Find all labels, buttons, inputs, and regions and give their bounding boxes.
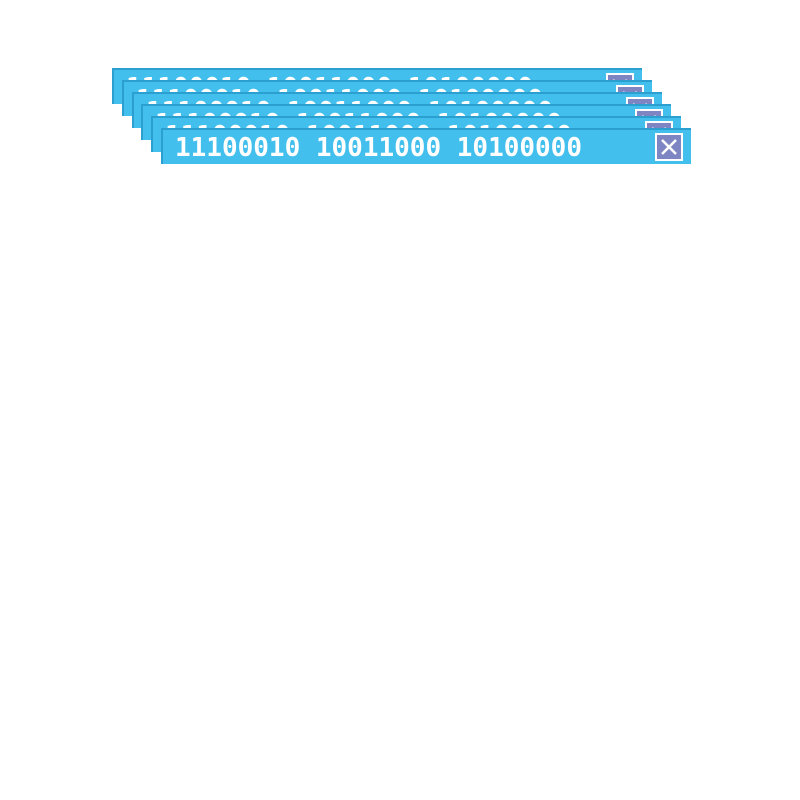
close-button[interactable] [655,133,683,161]
window-title: 11100010 10011000 10100000 [175,133,582,163]
popup-window-6[interactable]: 11100010 10011000 10100000 [161,128,691,164]
close-icon [657,135,681,159]
